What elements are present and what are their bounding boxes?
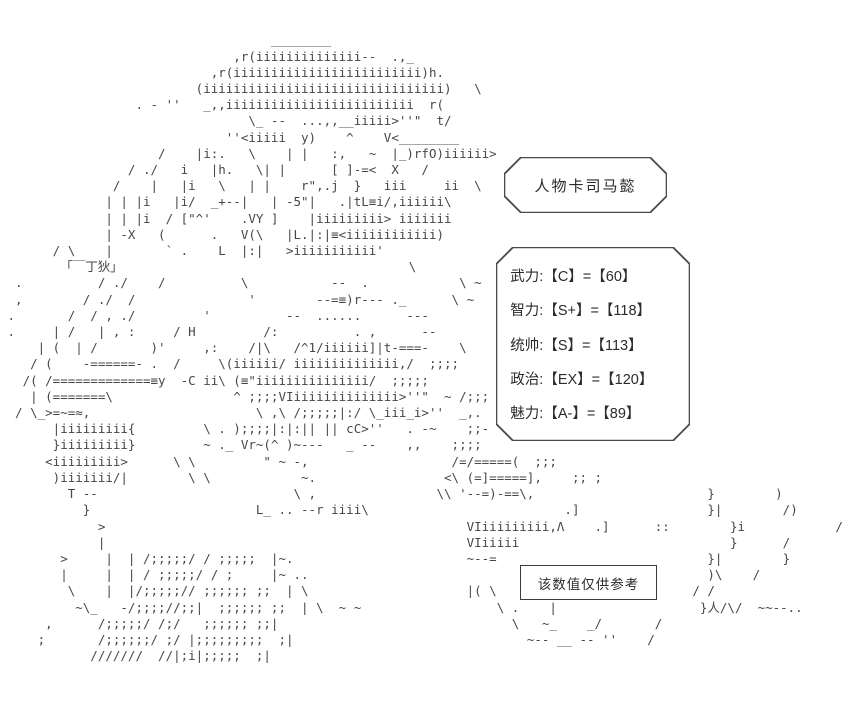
stat-line: 武力:【C】=【60】 [510, 268, 637, 285]
character-card-title-box: 人物卡司马懿 [504, 157, 667, 213]
stat-line: 智力:【S+】=【118】 [510, 303, 652, 320]
stat-line: 魅力:【A-】=【89】 [510, 406, 641, 423]
stat-line: 政治:【EX】=【120】 [510, 371, 654, 388]
stats-list: 武力:【C】=【60】智力:【S+】=【118】统帅:【S】=【113】政治:【… [497, 248, 688, 439]
note-text: 该数值仅供参考 [537, 576, 640, 592]
ascii-art: ________ ,r(iiiiiiiiiiiiii-- .,_ ,r(iiii… [7, 32, 843, 664]
stat-line: 统帅:【S】=【113】 [510, 337, 643, 354]
note-box: 该数值仅供参考 [520, 565, 657, 600]
character-card-title: 人物卡司马懿 [534, 177, 637, 195]
stats-box: 武力:【C】=【60】智力:【S+】=【118】统帅:【S】=【113】政治:【… [496, 247, 690, 441]
